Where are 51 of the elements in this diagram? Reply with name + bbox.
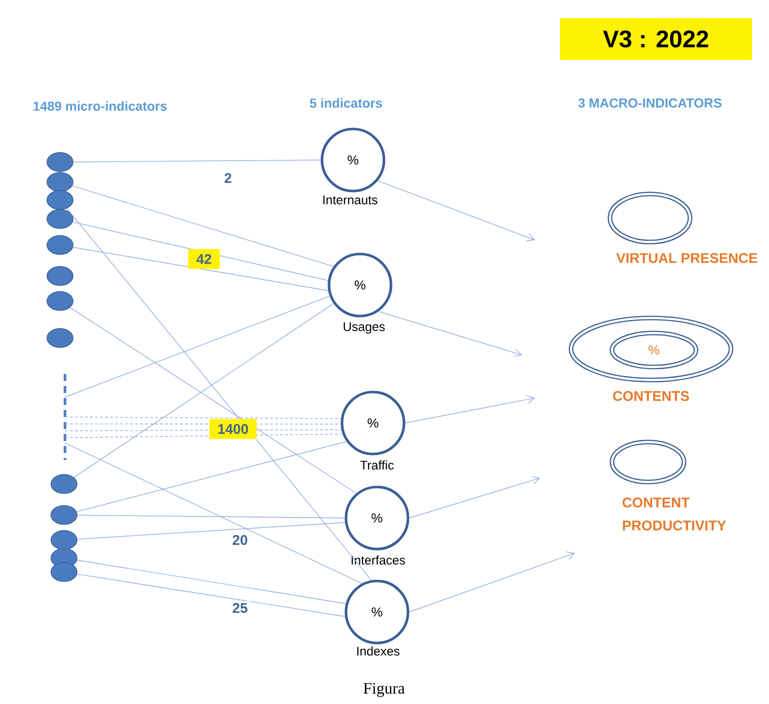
count-label: 2 <box>222 171 234 185</box>
connector-line <box>72 222 328 281</box>
connector-line <box>70 307 357 494</box>
connector-line <box>64 442 362 584</box>
column-heading: 5 indicators <box>310 98 382 108</box>
highlighted-count: 1400 <box>209 419 257 439</box>
indicator-name: Indexes <box>357 646 400 656</box>
arrow <box>404 395 535 424</box>
caption: Figura <box>364 682 405 698</box>
arrow <box>378 311 522 357</box>
arrow <box>408 476 540 518</box>
micro-indicator-ellipse <box>50 505 78 525</box>
connector-line <box>76 574 346 617</box>
connector-line <box>76 441 347 512</box>
connector-line <box>72 246 329 291</box>
indicator-name: Interfaces <box>352 555 405 565</box>
micro-indicator-ellipse <box>46 235 74 255</box>
indicator-name: Usages <box>344 322 385 334</box>
micro-indicator-ellipse <box>46 291 74 311</box>
connector-line <box>73 160 322 162</box>
micro-indicator-ellipse <box>50 530 78 550</box>
micro-indicator-ellipse <box>46 266 74 286</box>
micro-indicator-ellipse <box>46 209 74 229</box>
dashed-line <box>64 416 342 419</box>
micro-indicator-ellipse <box>46 328 74 348</box>
count-label: 25 <box>230 601 250 615</box>
indicator-name: Internauts <box>323 196 378 204</box>
macro-label: CONTENTS <box>613 391 689 401</box>
micro-indicator-ellipse <box>50 562 78 582</box>
version-badge: V3 : 2022 <box>560 18 752 60</box>
macro-label: CONTENT PRODUCTIVITY <box>622 498 726 530</box>
arrow <box>377 180 535 242</box>
connector-line <box>66 208 372 581</box>
highlighted-count: 42 <box>188 249 220 269</box>
column-heading: 3 MACRO-INDICATORS <box>578 98 722 108</box>
arrow <box>408 551 575 612</box>
connector-line <box>74 303 334 478</box>
indicator-name: Traffic <box>360 460 394 470</box>
connector-line <box>77 514 346 518</box>
connector-line <box>76 560 346 604</box>
connector-line <box>64 296 330 398</box>
micro-indicator-ellipse <box>46 152 74 172</box>
count-label: 20 <box>230 533 250 547</box>
dashed-bar <box>64 374 66 460</box>
micro-indicator-ellipse <box>46 190 74 210</box>
micro-indicator-ellipse <box>50 474 78 494</box>
connector-line <box>72 185 334 267</box>
column-heading: 1489 micro-indicators <box>34 101 167 111</box>
micro-indicator-ellipse <box>46 172 74 192</box>
macro-label: VIRTUAL PRESENCE <box>616 253 758 263</box>
connector-line <box>77 522 346 540</box>
